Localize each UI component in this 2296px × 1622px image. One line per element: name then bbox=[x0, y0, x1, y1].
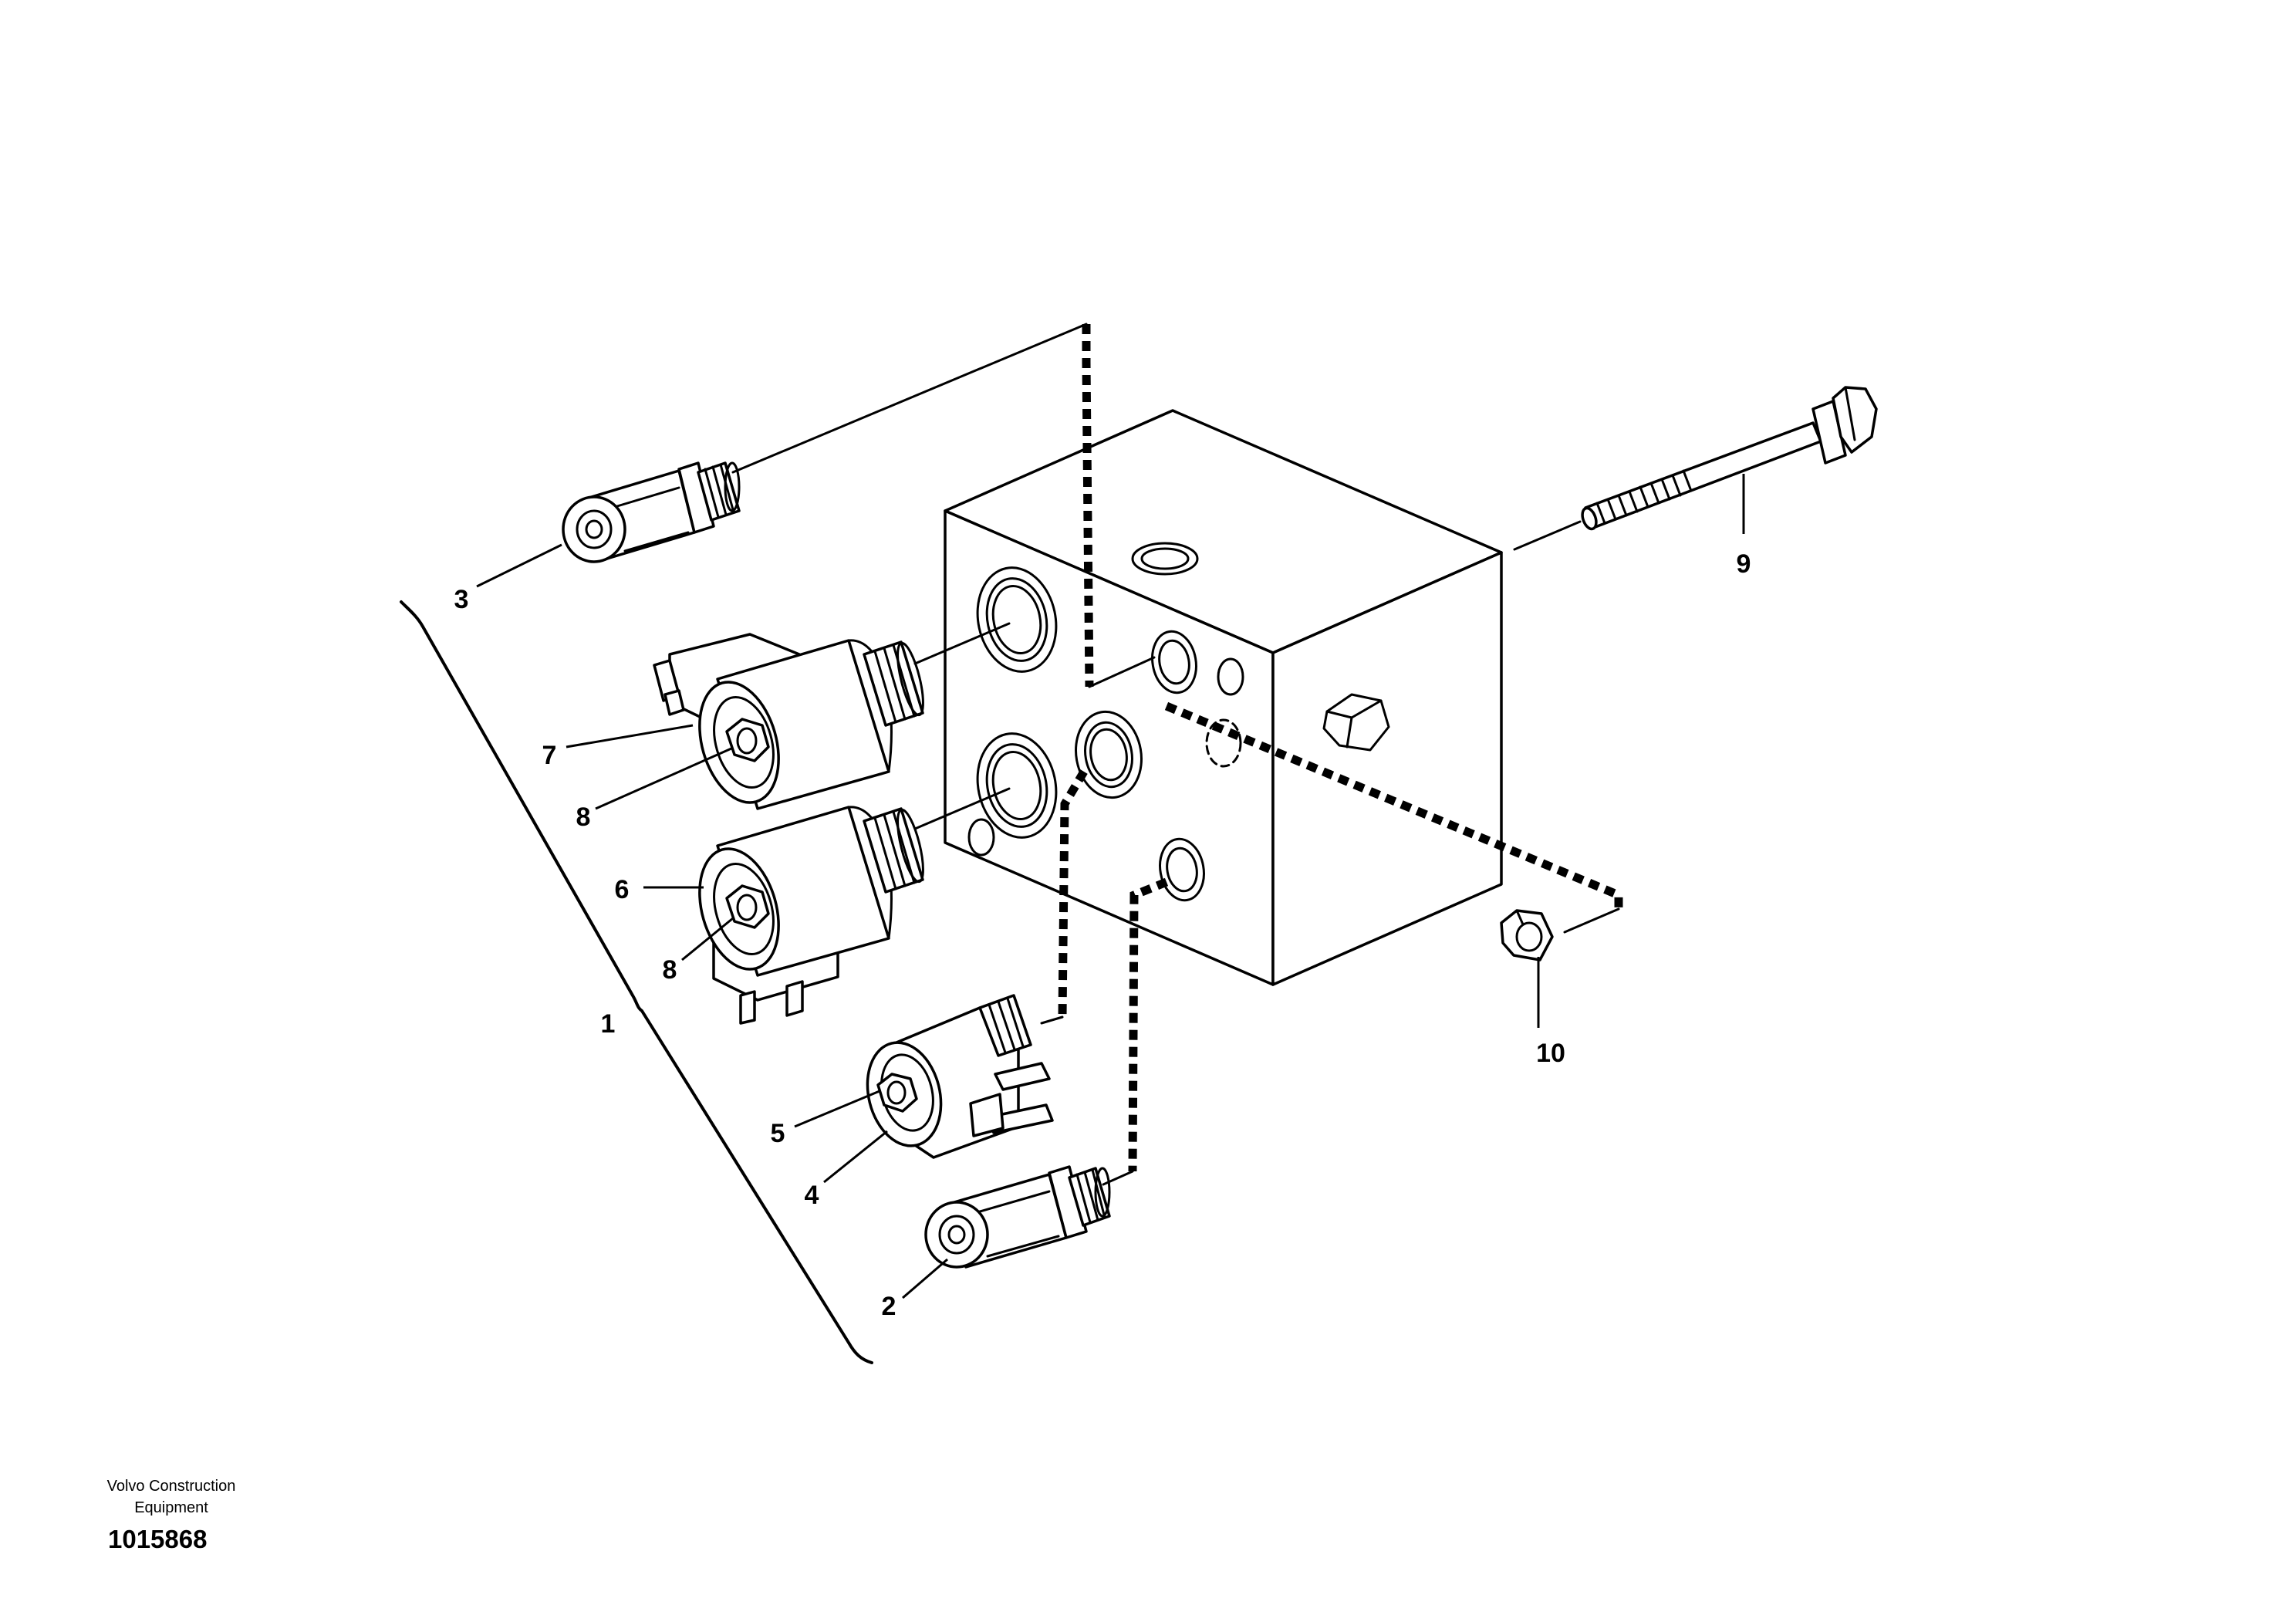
company-name-line2: Equipment bbox=[134, 1499, 208, 1516]
part-3-check-valve bbox=[562, 461, 741, 563]
callout-8-upper: 8 bbox=[576, 803, 591, 832]
footer-caption: Volvo Construction Equipment 1015868 bbox=[107, 1478, 236, 1553]
callout-6: 6 bbox=[615, 875, 630, 904]
part-5-coil-nut bbox=[876, 1073, 918, 1113]
part-7-solenoid-coil-upper bbox=[653, 633, 924, 810]
callout-leaders bbox=[476, 474, 1745, 1299]
assembly-bracket-1 bbox=[400, 600, 873, 1364]
block-port-lower-right bbox=[1159, 837, 1205, 902]
callout-7: 7 bbox=[542, 741, 557, 770]
part-4-solenoid-valve bbox=[866, 994, 1054, 1159]
callout-9: 9 bbox=[1737, 549, 1751, 579]
document-number: 1015868 bbox=[108, 1525, 207, 1553]
block-plug-bolt-head bbox=[1322, 693, 1390, 752]
block-port-upper-left bbox=[976, 566, 1058, 673]
callout-10: 10 bbox=[1536, 1039, 1565, 1068]
part-8-coil-nut-upper bbox=[725, 718, 770, 762]
block-port-lower-left bbox=[976, 732, 1058, 839]
company-name-line1: Volvo Construction bbox=[107, 1478, 236, 1495]
part-2-check-valve bbox=[924, 1165, 1111, 1269]
callout-8-middle: 8 bbox=[663, 955, 677, 985]
callout-labels: 1 2 3 4 5 6 7 8 8 9 10 bbox=[454, 549, 1751, 1321]
callout-4: 4 bbox=[805, 1181, 819, 1210]
valve-block bbox=[944, 409, 1503, 986]
assembly-path-lines bbox=[731, 323, 1623, 1186]
block-small-hole-bottom bbox=[967, 818, 995, 857]
callout-2: 2 bbox=[882, 1292, 896, 1321]
part-10-nut bbox=[1500, 909, 1554, 961]
part-6-solenoid-coil-middle bbox=[698, 806, 924, 1025]
callout-1: 1 bbox=[601, 1009, 616, 1039]
part-8-coil-nut-middle bbox=[725, 884, 770, 929]
callout-3: 3 bbox=[454, 585, 469, 614]
callout-5: 5 bbox=[771, 1119, 785, 1148]
block-hidden-hole bbox=[1205, 718, 1242, 768]
part-9-bolt bbox=[1581, 386, 1878, 531]
block-small-hole-upper bbox=[1217, 657, 1244, 696]
block-port-center bbox=[1075, 710, 1143, 799]
block-port-upper-right bbox=[1151, 630, 1197, 694]
